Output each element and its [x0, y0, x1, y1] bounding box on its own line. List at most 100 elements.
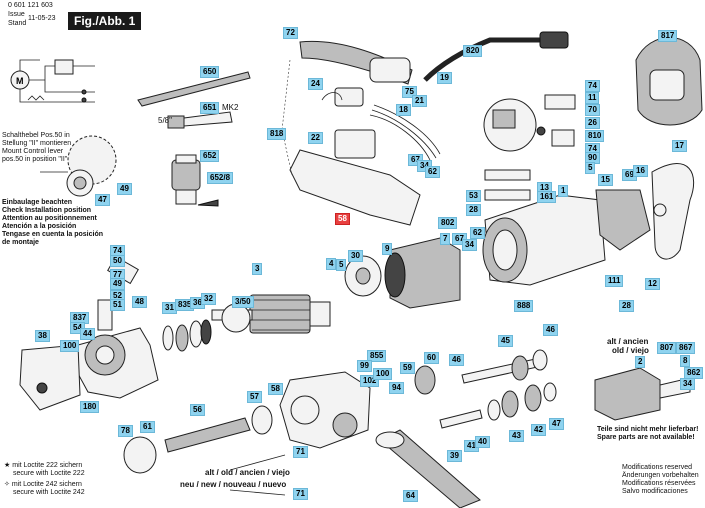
callout-45: 45 [498, 335, 513, 347]
loctite-222-en: secure with Loctite 222 [13, 470, 85, 477]
callout-807: 807 [657, 342, 677, 354]
footer-line: Salvo modificaciones [622, 488, 688, 495]
callout-3-50: 3/50 [232, 296, 254, 308]
switch-note-line: Schalthebel Pos.50 in [2, 132, 70, 139]
top-handle [299, 40, 413, 85]
callout-70: 70 [585, 104, 600, 116]
callout-11: 11 [585, 92, 600, 104]
callout-4: 4 [326, 258, 337, 270]
gear-housing-main [279, 371, 371, 449]
field-winding [384, 237, 461, 309]
install-note-line: Attention au positionnement [2, 215, 97, 222]
callout-652-8: 652/8 [207, 172, 234, 184]
callout-46: 46 [543, 324, 558, 336]
callout-7: 7 [440, 233, 451, 245]
handle-shell [281, 59, 421, 226]
long-screws [229, 454, 286, 496]
callout-19: 19 [437, 72, 452, 84]
callout-810: 810 [585, 130, 605, 142]
callout-818: 818 [267, 128, 287, 140]
callout-74: 74 [585, 80, 600, 92]
figure-title: Fig./Abb. 1 [68, 12, 142, 30]
install-note-line: de montaje [2, 239, 39, 246]
callout-111: 111 [605, 275, 624, 287]
install-note-line: Einbaulage beachten [2, 199, 73, 206]
callout-57: 57 [247, 391, 262, 403]
small-parts-row [162, 319, 212, 352]
callout-48: 48 [132, 296, 147, 308]
callout-94: 94 [389, 382, 404, 394]
callout-18: 18 [396, 104, 411, 116]
switch-lever-note: Schalthebel Pos.50 in Stellung "II" mont… [2, 132, 82, 164]
callout-100: 100 [60, 340, 80, 352]
callout-855: 855 [367, 350, 387, 362]
loctite-222-row: ★ mit Loctite 222 sichern [4, 462, 85, 470]
callout-62: 62 [425, 166, 440, 178]
taper-label: MK2 [222, 103, 239, 112]
switch-note-line: Stellung "II" montieren [2, 140, 72, 147]
callout-38: 38 [35, 330, 50, 342]
switch-note-line: pos.50 in position "II" [2, 156, 68, 163]
not-available-note: Teile sind nicht mehr lieferbar! Spare p… [597, 426, 698, 442]
switch-block [321, 87, 376, 159]
callout-71: 71 [293, 488, 308, 500]
installation-note: Einbaulage beachten Check Installation p… [2, 199, 112, 247]
callout-30: 30 [348, 250, 363, 262]
bearing-ring [344, 255, 382, 297]
callout-44: 44 [80, 328, 95, 340]
callout-61: 61 [140, 421, 155, 433]
callout-888: 888 [514, 300, 534, 312]
svg-text:M: M [16, 76, 24, 86]
callout-17: 17 [672, 140, 687, 152]
callout-2: 2 [635, 356, 646, 368]
part-number: 0 601 121 603 [8, 2, 53, 9]
callout-50: 50 [110, 255, 125, 267]
spindle [123, 405, 273, 474]
callout-46: 46 [449, 354, 464, 366]
callout-867: 867 [676, 342, 696, 354]
callout-15: 15 [598, 174, 613, 186]
loctite-242-row: ✧ mit Loctite 242 sichern [4, 481, 85, 489]
callout-651: 651 [200, 102, 220, 114]
callout-34: 34 [462, 239, 477, 251]
issue-label: Issue [8, 11, 25, 18]
wiring-diagram: M [10, 59, 95, 103]
install-note-line: Atención a la posición [2, 223, 77, 230]
callout-5: 5 [585, 162, 596, 174]
callout-180: 180 [80, 401, 100, 413]
taper-shank [167, 111, 233, 129]
auxiliary-handle [375, 429, 481, 508]
install-note-line: Tengase en cuenta la posición [2, 231, 104, 238]
callout-51: 51 [110, 299, 125, 311]
callout-62: 62 [470, 227, 485, 239]
callout-9: 9 [382, 243, 393, 255]
not-available-en: Spare parts are not available! [597, 434, 695, 441]
callout-652: 652 [200, 150, 220, 162]
callout-820: 820 [463, 45, 483, 57]
callout-74: 74 [110, 245, 125, 257]
callout-16: 16 [633, 165, 648, 177]
switch-dial [40, 135, 117, 197]
loctite-242-en: secure with Loctite 242 [13, 489, 85, 496]
issue-date: 11-05-23 [28, 15, 56, 22]
callout-8: 8 [680, 355, 691, 367]
footer-line: Modifications reserved [622, 464, 693, 471]
callout-99: 99 [357, 360, 372, 372]
callout-59: 59 [400, 362, 415, 374]
not-available-de: Teile sind nicht mehr lieferbar! [597, 426, 699, 433]
loctite-242-de: mit Loctite 242 sichern [11, 481, 82, 488]
armature [211, 294, 331, 334]
drill-chuck [171, 154, 219, 207]
callout-39: 39 [447, 450, 462, 462]
callout-34: 34 [680, 378, 695, 390]
callout-28: 28 [466, 204, 481, 216]
callout-862: 862 [684, 367, 704, 379]
callout-161: 161 [537, 191, 557, 203]
callout-58: 58 [335, 213, 350, 225]
callout-64: 64 [403, 490, 418, 502]
callout-24: 24 [308, 78, 323, 90]
callout-1: 1 [558, 185, 569, 197]
shank-size-label: 5/8" [158, 116, 172, 125]
new-parts-label: neu / new / nouveau / nuevo [180, 480, 287, 489]
